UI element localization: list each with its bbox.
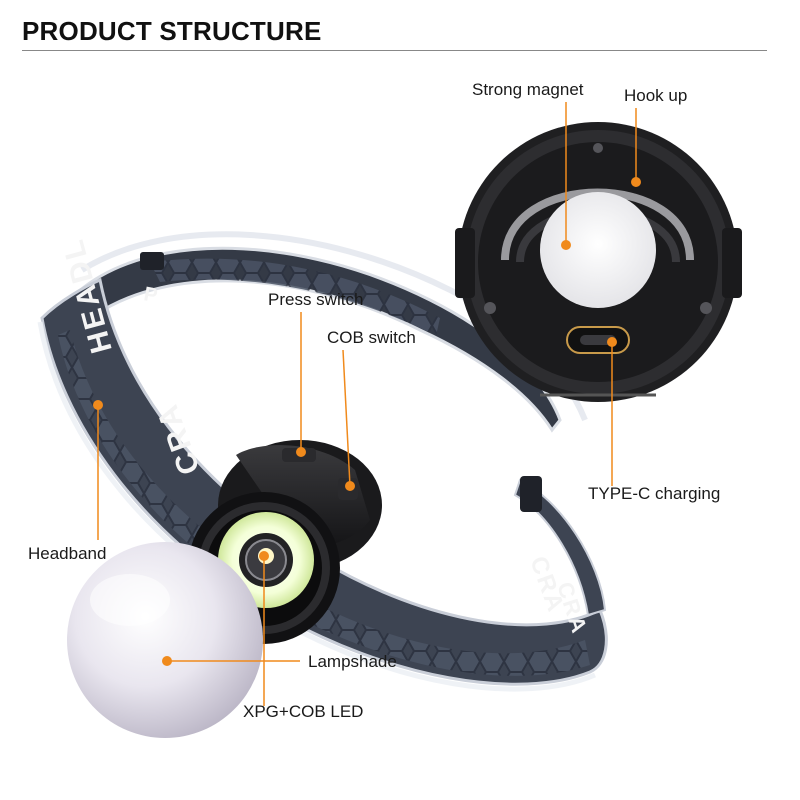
magnet-disc [540,192,656,308]
lamp-back-view [455,122,742,402]
label-hook-up: Hook up [624,86,688,105]
label-xpg-cob-led: XPG+COB LED [243,702,364,721]
label-strong-magnet: Strong magnet [472,80,584,99]
callout-dots [93,177,641,666]
label-type-c-charging: TYPE-C charging [588,484,721,503]
label-press-switch: Press switch [268,290,364,309]
lampshade-dome [67,542,263,738]
svg-text:P: P [142,283,159,307]
label-headband: Headband [28,544,107,563]
label-lampshade: Lampshade [308,652,397,671]
page-title: PRODUCT STRUCTURE [22,16,322,46]
callout-lines [97,102,637,706]
title-divider [22,50,767,51]
label-cob-switch: COB switch [327,328,416,347]
